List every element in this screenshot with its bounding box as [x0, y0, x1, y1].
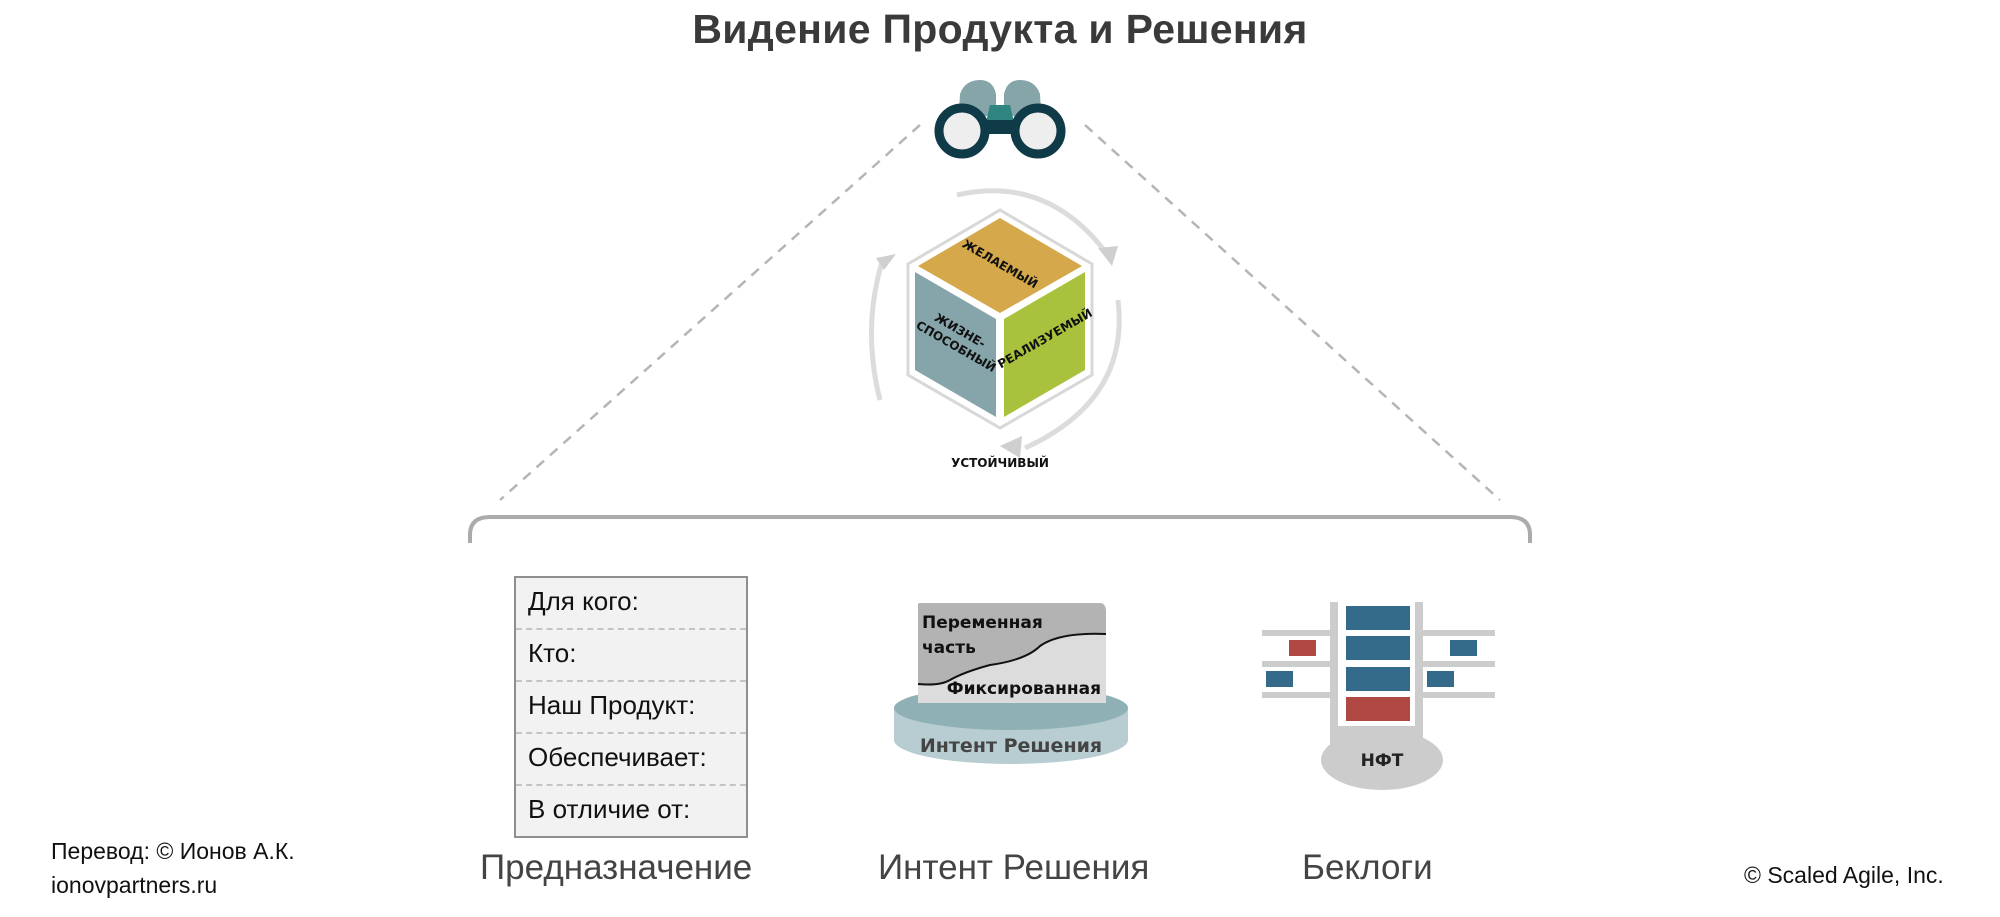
solution-intent-base-label: Интент Решения: [920, 735, 1102, 757]
bracket: [468, 515, 1532, 543]
caption-solution-intent: Интент Решения: [878, 848, 1150, 887]
vision-row-provides: Обеспечивает:: [516, 734, 746, 786]
caption-backlogs: Беклоги: [1302, 848, 1433, 887]
vision-row-our-product: Наш Продукт:: [516, 682, 746, 734]
vision-row-who: Кто:: [516, 630, 746, 682]
backlog-item: [1450, 640, 1477, 656]
cube-label-sustainable: УСТОЙЧИВЫЙ: [951, 456, 1049, 470]
fixed-label: Фиксированная: [947, 679, 1101, 699]
footer-website[interactable]: ionovpartners.ru: [51, 872, 218, 898]
vision-row-for-whom: Для кого:: [516, 578, 746, 630]
fixed-part: [918, 633, 1106, 703]
cycle-arrows-icon: [869, 188, 1122, 451]
backlog-item: [1427, 671, 1454, 687]
backlog-item: [1346, 697, 1410, 721]
footer-copyright: © Scaled Agile, Inc.: [1744, 862, 1944, 888]
vision-row-unlike: В отличие от:: [528, 794, 691, 824]
solution-intent-graphic: Переменная часть Фиксированная Интент Ре…: [894, 603, 1128, 764]
variable-label-2: часть: [922, 638, 976, 658]
cube-face-left: [915, 272, 996, 417]
variable-part: [918, 603, 1106, 685]
cube-face-right: [1004, 272, 1085, 417]
dashed-line-left: [499, 124, 921, 501]
backlog-item: [1289, 640, 1316, 656]
backlog-item: [1346, 606, 1410, 630]
backlogs-graphic: НФТ: [1262, 602, 1495, 790]
caption-vision: Предназначение: [480, 848, 753, 887]
product-vision-card: Для кого: Кто: Наш Продукт: Обеспечивает…: [514, 576, 748, 838]
cube: ЖЕЛАЕМЫЙ ЖИЗНЕ- СПОСОБНЫЙ РЕАЛИЗУЕМЫЙ: [906, 208, 1095, 430]
nfr-label: НФТ: [1361, 751, 1404, 771]
backlog-item: [1346, 636, 1410, 660]
cycle-arrowheads: [876, 246, 1118, 458]
binoculars-icon: [934, 80, 1066, 159]
footer-translation: Перевод: © Ионов А.К.: [51, 838, 295, 864]
variable-label-1: Переменная: [922, 613, 1043, 633]
dashed-line-right: [1084, 124, 1501, 501]
cube-face-top: [918, 218, 1082, 313]
backlog-item: [1266, 671, 1293, 687]
page-title: Видение Продукта и Решения: [692, 6, 1308, 52]
backlog-item: [1346, 667, 1410, 691]
